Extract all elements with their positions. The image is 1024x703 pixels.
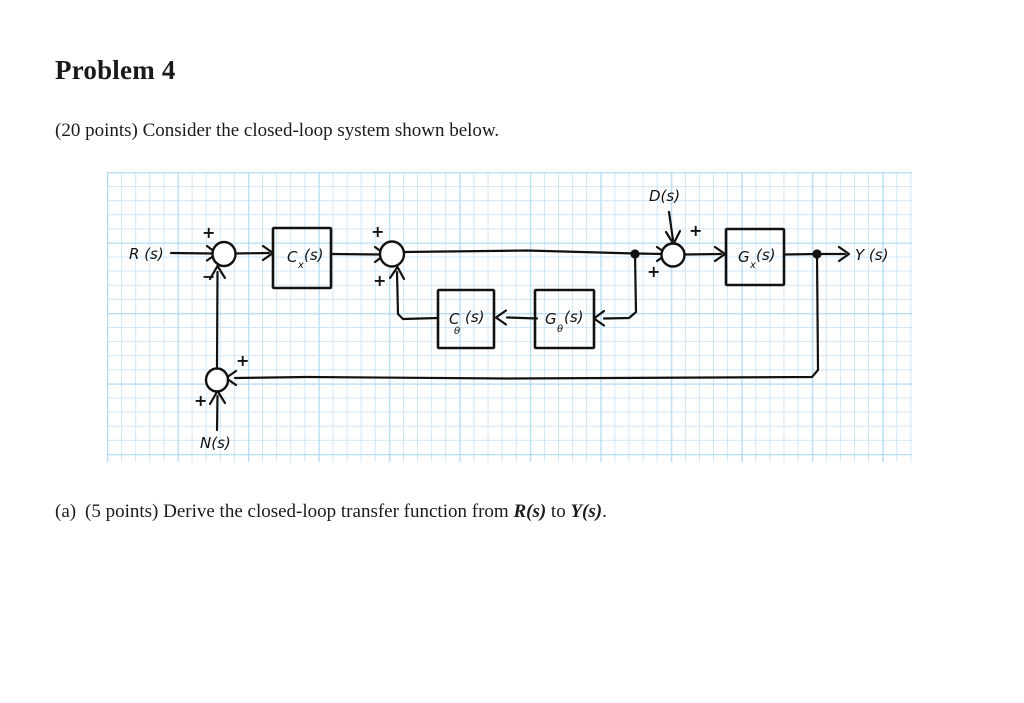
block-cx-arg: (s) xyxy=(304,246,324,264)
block-ctheta-label: C θ (s) xyxy=(449,308,485,337)
block-gx xyxy=(724,227,786,287)
wire-input-to-sum1 xyxy=(169,251,215,255)
summing-junction-sum1 xyxy=(211,240,237,268)
part-a-text-middle: to xyxy=(546,501,571,522)
sign-sum4-positive-bottom: + xyxy=(194,391,207,410)
block-ctheta xyxy=(436,288,496,350)
part-a-text-after: . xyxy=(602,501,607,522)
signal-label-disturbance: D(s) xyxy=(649,187,680,205)
block-gx-letter: G xyxy=(738,248,750,266)
sign-sum4-positive-right: + xyxy=(236,351,249,370)
block-gtheta-arg: (s) xyxy=(564,308,584,326)
block-diagram-figure: C x (s) G x (s) C θ (s) G θ (s) R (s) Y xyxy=(107,172,912,462)
page-title: Problem 4 xyxy=(55,55,176,85)
wire-gtheta-to-ctheta xyxy=(505,316,539,320)
arrowhead-ctheta-input xyxy=(494,309,508,326)
part-a-line: (a) (5 points) Derive the closed-loop tra… xyxy=(55,500,607,525)
wire-sum1-to-cx xyxy=(233,251,271,255)
block-gtheta-letter: G xyxy=(545,310,557,328)
arrowhead-gtheta-input xyxy=(592,309,606,327)
signal-label-output: Y (s) xyxy=(855,246,888,264)
arrowhead-output xyxy=(837,245,851,263)
wire-branch-to-gtheta xyxy=(602,252,638,320)
part-a-math-y: Y(s) xyxy=(570,501,603,522)
block-cx-letter: C xyxy=(287,248,298,266)
wire-sum4-to-sum1 xyxy=(215,270,219,369)
sign-sum1-negative: − xyxy=(202,267,215,286)
block-gx-subscript: x xyxy=(749,260,756,271)
part-a-text-before: (5 points) Derive the closed-loop transf… xyxy=(85,501,514,522)
sign-sum3-positive-top: + xyxy=(689,221,702,240)
sign-sum3-positive-bottom: + xyxy=(647,262,660,281)
summing-junction-sum3 xyxy=(660,242,686,268)
pickoff-node-inner-loop xyxy=(630,249,640,259)
summing-junction-sum4 xyxy=(204,367,230,393)
block-ctheta-subscript: θ xyxy=(454,326,460,337)
wire-sum2-to-branch-node xyxy=(401,249,637,255)
block-ctheta-arg: (s) xyxy=(465,308,485,326)
block-cx-subscript: x xyxy=(297,260,304,271)
block-cx-label: C x (s) xyxy=(287,246,324,271)
signal-label-input: R (s) xyxy=(129,245,164,263)
signal-label-noise: N(s) xyxy=(200,434,231,452)
block-diagram-drawing: C x (s) G x (s) C θ (s) G θ (s) R (s) Y xyxy=(129,187,888,452)
wire-output-to-sum4 xyxy=(233,252,820,380)
block-gtheta-subscript: θ xyxy=(557,324,563,335)
block-cx xyxy=(271,226,333,290)
wire-sum3-to-gx xyxy=(682,252,723,256)
block-gtheta xyxy=(533,288,596,350)
block-ctheta-letter: C xyxy=(449,310,460,328)
sign-sum2-positive-top: + xyxy=(371,222,384,241)
part-a-math-r: R(s) xyxy=(513,501,547,522)
sign-sum2-positive-bottom: + xyxy=(373,271,386,290)
wire-noise-into-sum4 xyxy=(215,394,219,432)
block-gx-label: G x (s) xyxy=(738,246,776,271)
wire-ctheta-to-sum2 xyxy=(395,270,440,321)
sign-sum1-positive: + xyxy=(202,223,215,242)
problem-intro-text: (20 points) Consider the closed-loop sys… xyxy=(55,120,500,141)
summing-junction-sum2 xyxy=(378,240,406,268)
block-gx-arg: (s) xyxy=(756,246,776,264)
arrowhead-sum2-feedback xyxy=(388,265,406,281)
block-gtheta-label: G θ (s) xyxy=(545,308,584,335)
pickoff-node-output xyxy=(812,249,822,259)
part-a-label: (a) xyxy=(55,501,77,522)
wire-disturbance-into-sum3 xyxy=(667,210,675,242)
wire-branch-to-sum3 xyxy=(633,252,665,256)
wire-cx-to-sum2 xyxy=(329,252,383,256)
arrowhead-sum1-feedback xyxy=(208,264,227,281)
wire-gx-to-output-node xyxy=(782,252,819,256)
